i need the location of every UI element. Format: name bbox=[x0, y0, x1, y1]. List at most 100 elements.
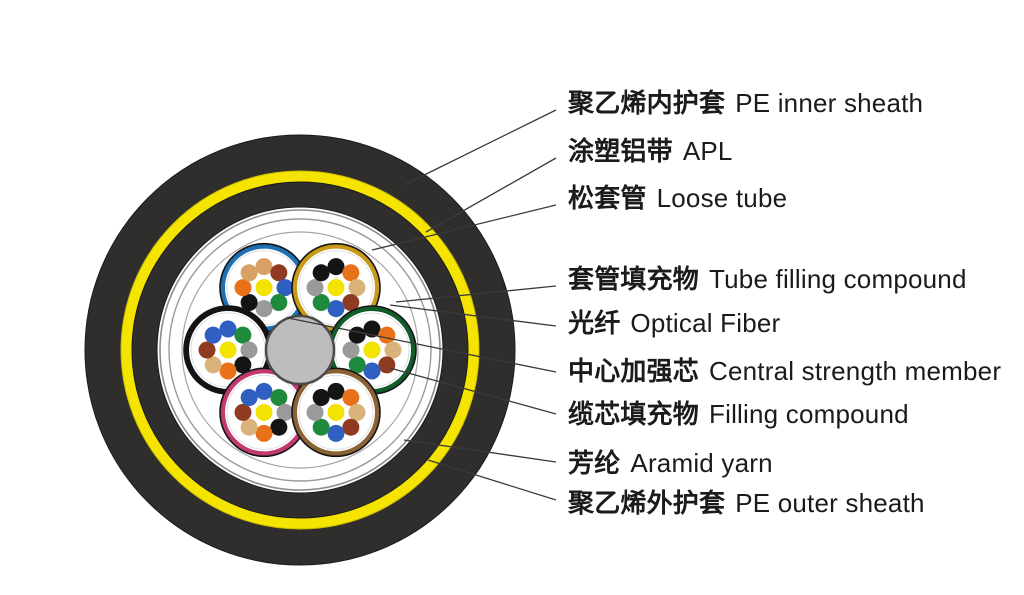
filling-ring bbox=[181, 231, 419, 469]
tube-top-left-fiber bbox=[240, 293, 258, 311]
leader-line-apl bbox=[425, 157, 557, 233]
tube-right-fiber bbox=[363, 362, 381, 380]
tube-bottom-right-fiber bbox=[348, 403, 366, 421]
tube-top-right-fiber bbox=[312, 293, 330, 311]
label-en-central-strength-member: Central strength member bbox=[709, 356, 1002, 386]
label-cn-aramid-yarn: 芳纶 bbox=[568, 448, 621, 478]
leader-line-aramid-yarn bbox=[403, 439, 557, 463]
tube-bottom-left-fiber bbox=[255, 382, 273, 400]
tube-left-fiber-center bbox=[219, 341, 237, 359]
leader-lines bbox=[287, 109, 557, 501]
label-cn-apl: 涂塑铝带 bbox=[568, 136, 673, 166]
callout-label-central-strength-member: 中心加强芯 Central strength member bbox=[568, 358, 1001, 384]
tube-top-left-fiber bbox=[240, 264, 258, 282]
label-en-pe-inner-sheath: PE inner sheath bbox=[735, 88, 924, 118]
tube-bottom-left-fiber bbox=[234, 403, 252, 421]
tube-right-fiber bbox=[363, 320, 381, 338]
tube-bottom-right-fiber bbox=[327, 382, 345, 400]
label-en-optical-fiber: Optical Fiber bbox=[630, 308, 781, 338]
tube-top-right-fiber bbox=[327, 258, 345, 276]
callout-label-aramid-yarn: 芳纶 Aramid yarn bbox=[568, 450, 773, 476]
tube-top-right-fiber bbox=[327, 300, 345, 318]
leader-line-tube-filling-compound bbox=[395, 285, 557, 303]
leader-line-central-strength-member bbox=[287, 317, 557, 373]
tube-left bbox=[183, 305, 273, 395]
callout-label-pe-inner-sheath: 聚乙烯内护套 PE inner sheath bbox=[568, 90, 923, 116]
core-wrap-ring bbox=[168, 218, 432, 482]
central-strength-member bbox=[264, 314, 336, 386]
tube-top-left-fiber bbox=[276, 279, 294, 297]
tube-bottom-right-fiber bbox=[306, 403, 324, 421]
callout-label-pe-outer-sheath: 聚乙烯外护套 PE outer sheath bbox=[568, 490, 925, 516]
label-en-apl: APL bbox=[682, 136, 733, 166]
tube-right-fiber-center bbox=[363, 341, 381, 359]
cable-thin-rings bbox=[159, 209, 441, 491]
tube-top-left-fiber bbox=[270, 293, 288, 311]
label-cn-pe-inner-sheath: 聚乙烯内护套 bbox=[568, 88, 726, 118]
tube-top-left bbox=[219, 242, 309, 333]
label-en-pe-outer-sheath: PE outer sheath bbox=[735, 488, 925, 518]
tube-bottom-left-fiber bbox=[240, 389, 258, 407]
tube-top-right-fiber bbox=[348, 279, 366, 297]
tube-right-fiber bbox=[348, 356, 366, 374]
label-cn-loose-tube: 松套管 bbox=[568, 183, 647, 213]
callout-label-loose-tube: 松套管 Loose tube bbox=[568, 185, 787, 211]
label-cn-central-strength-member: 中心加强芯 bbox=[568, 356, 700, 386]
tube-bottom-left-fiber-center bbox=[255, 403, 273, 421]
tube-bottom-right-fiber bbox=[312, 418, 330, 436]
tube-top-right-fiber bbox=[312, 264, 330, 282]
tube-bottom-right-fiber bbox=[312, 389, 330, 407]
tube-right-fiber bbox=[384, 341, 402, 359]
tube-top-right-fiber bbox=[342, 293, 360, 311]
callout-label-tube-filling-compound: 套管填充物 Tube filling compound bbox=[568, 266, 967, 292]
tube-left-fiber bbox=[219, 362, 237, 380]
tube-left-fiber bbox=[204, 326, 222, 344]
loose-tube-group bbox=[183, 242, 417, 458]
tube-top-left-fiber bbox=[270, 264, 288, 282]
tube-bottom-left-fiber bbox=[270, 389, 288, 407]
leader-line-filling-compound bbox=[389, 367, 557, 415]
label-cn-pe-outer-sheath: 聚乙烯外护套 bbox=[568, 488, 726, 518]
tube-bottom-left bbox=[219, 367, 309, 458]
tube-right-fiber bbox=[342, 341, 360, 359]
tube-left-fiber bbox=[234, 356, 252, 374]
apl-ring bbox=[159, 209, 441, 491]
label-cn-tube-filling-compound: 套管填充物 bbox=[568, 264, 700, 294]
label-en-aramid-yarn: Aramid yarn bbox=[630, 448, 773, 478]
leader-line-pe-outer-sheath bbox=[427, 459, 557, 501]
callout-label-filling-compound: 缆芯填充物 Filling compound bbox=[568, 401, 909, 427]
tube-bottom-right-outline bbox=[291, 367, 381, 458]
tube-top-left-fiber bbox=[234, 279, 252, 297]
tube-left-fiber bbox=[204, 356, 222, 374]
tube-left-fiber bbox=[219, 320, 237, 338]
callout-label-optical-fiber: 光纤 Optical Fiber bbox=[568, 310, 780, 336]
tube-top-left-fiber bbox=[255, 258, 273, 276]
leader-line-pe-inner-sheath bbox=[403, 109, 557, 186]
label-cn-filling-compound: 缆芯填充物 bbox=[568, 399, 700, 429]
tube-bottom-left-fiber bbox=[240, 418, 258, 436]
tube-right-fiber bbox=[378, 326, 396, 344]
label-en-tube-filling-compound: Tube filling compound bbox=[709, 264, 967, 294]
tube-right-fiber bbox=[378, 356, 396, 374]
tube-bottom-right-fiber-center bbox=[327, 403, 345, 421]
central-strength-member-group bbox=[264, 314, 336, 386]
tube-bottom-left-fiber bbox=[276, 403, 294, 421]
label-en-filling-compound: Filling compound bbox=[709, 399, 909, 429]
tube-top-right-fiber bbox=[342, 264, 360, 282]
tube-bottom-left-fiber bbox=[270, 418, 288, 436]
callout-label-apl: 涂塑铝带 APL bbox=[568, 138, 733, 164]
tube-top-right-fiber bbox=[306, 279, 324, 297]
tube-bottom-right-fiber bbox=[327, 424, 345, 442]
tube-top-right-fiber-center bbox=[327, 279, 345, 297]
tube-bottom-right-fiber bbox=[342, 418, 360, 436]
label-en-loose-tube: Loose tube bbox=[656, 183, 788, 213]
label-cn-optical-fiber: 光纤 bbox=[568, 308, 621, 338]
tube-right-fiber bbox=[348, 326, 366, 344]
leader-line-loose-tube bbox=[371, 204, 557, 251]
tube-bottom-right bbox=[291, 367, 381, 458]
tube-top-left-fiber bbox=[255, 300, 273, 318]
tube-top-left-fiber-center bbox=[255, 279, 273, 297]
